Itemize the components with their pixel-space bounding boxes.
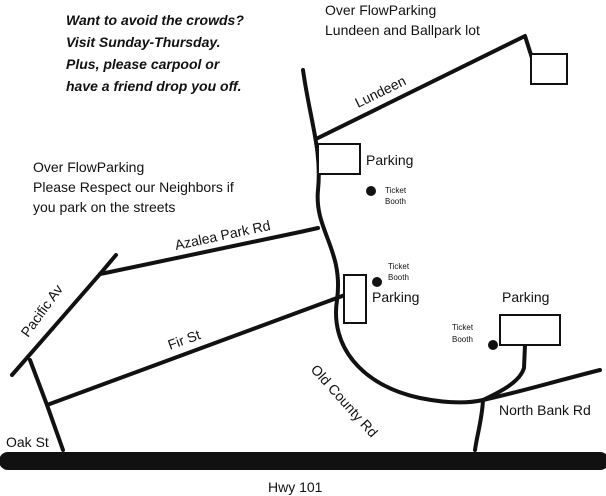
overflow-left-line-1: Over FlowParking xyxy=(33,159,144,175)
fir-street-road xyxy=(45,293,347,407)
hwy-101-label: Hwy 101 xyxy=(268,479,323,495)
notice-line-1: Want to avoid the crowds? xyxy=(66,12,244,28)
pacific-av-label: Pacific Av xyxy=(17,281,65,339)
overflow-left-line-3: you park on the streets xyxy=(33,199,175,215)
oak-street-road xyxy=(28,358,65,452)
ticket-booth-right-dot xyxy=(488,340,498,350)
parking-lot-top-right xyxy=(530,53,568,85)
overflow-left-line-2: Please Respect our Neighbors if xyxy=(33,179,234,195)
notice-line-3: Plus, please carpool or xyxy=(66,56,221,72)
ticket-booth-middle-dot xyxy=(372,277,382,287)
old-county-main-road xyxy=(301,68,485,405)
azalea-park-road xyxy=(98,226,320,276)
north-bank-road xyxy=(473,343,602,452)
oak-st-label: Oak St xyxy=(6,434,49,450)
parking-lot-upper xyxy=(317,143,361,175)
ticket-booth-right-label-2: Booth xyxy=(452,335,473,344)
ticket-booth-middle-label-2: Booth xyxy=(388,273,409,282)
parking-lot-right xyxy=(499,314,561,346)
overflow-top-line-2: Lundeen and Ballpark lot xyxy=(325,22,480,38)
parking-middle-label: Parking xyxy=(372,289,419,305)
pacific-avenue-road xyxy=(10,253,118,377)
notice-line-2: Visit Sunday-Thursday. xyxy=(66,34,221,50)
ticket-booth-upper-label-2: Booth xyxy=(385,197,406,206)
ticket-booth-middle-label-1: Ticket xyxy=(388,262,410,271)
parking-right-label: Parking xyxy=(502,289,549,305)
north-bank-label: North Bank Rd xyxy=(499,402,591,418)
parking-lot-middle xyxy=(343,274,367,324)
lundeen-label: Lundeen xyxy=(352,72,408,110)
ticket-booth-upper-dot xyxy=(366,186,376,196)
ticket-booth-right-label-1: Ticket xyxy=(452,323,474,332)
lundeen-road xyxy=(316,34,534,140)
old-county-label: Old County Rd xyxy=(308,361,381,440)
overflow-top-line-1: Over FlowParking xyxy=(325,2,436,18)
parking-upper-label: Parking xyxy=(366,152,413,168)
notice-line-4: have a friend drop you off. xyxy=(66,78,242,94)
ticket-booth-upper-label-1: Ticket xyxy=(385,186,407,195)
